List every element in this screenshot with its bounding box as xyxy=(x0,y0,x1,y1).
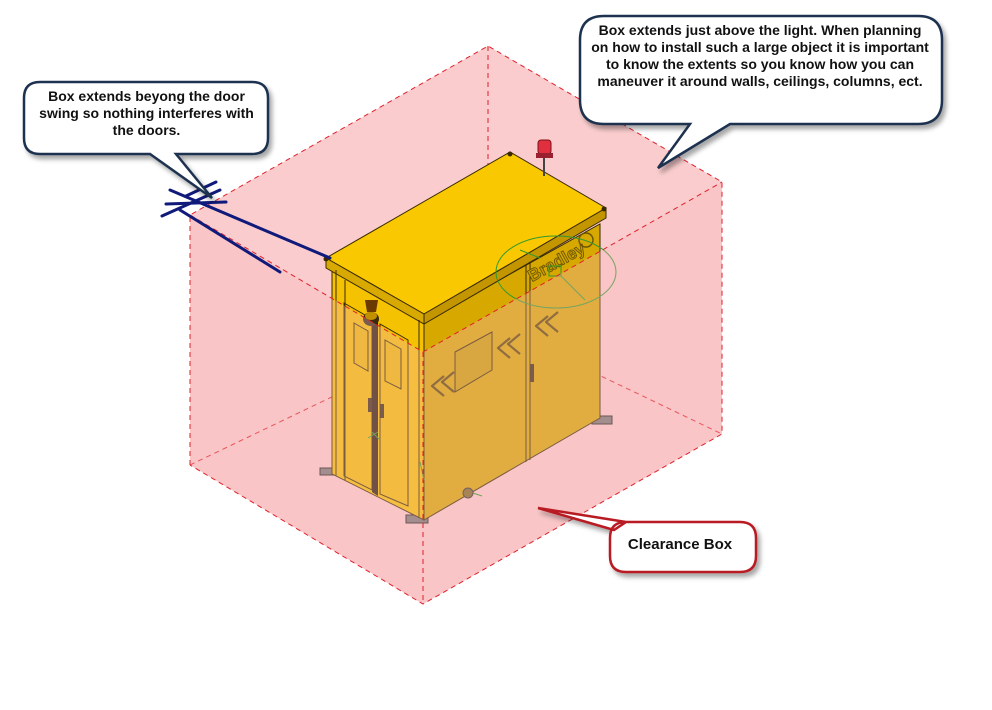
callout-clearance-box-text: Clearance Box xyxy=(627,536,733,553)
window-panel-icon xyxy=(384,339,402,390)
callout-door-swing xyxy=(22,80,270,200)
light-beacon-icon xyxy=(363,300,379,326)
clearance-front-left-face xyxy=(190,215,423,604)
selection-handle xyxy=(367,235,617,497)
callout-light-extent xyxy=(578,14,944,170)
door-handle-icon xyxy=(368,398,384,418)
cabinet-roof-edge xyxy=(423,207,607,325)
light-beacon-icon xyxy=(536,139,553,176)
callout-door-swing-text: Box extends beyong the door swing so not… xyxy=(39,88,254,138)
door-handle-icon xyxy=(530,364,534,382)
arrow-left-icon xyxy=(430,371,455,397)
window-panel-icon xyxy=(454,331,493,393)
arrow-left-icon xyxy=(534,311,559,337)
callout-light-extent-text: Box extends just above the light. When p… xyxy=(591,22,929,89)
arrow-left-icon xyxy=(496,333,521,359)
window-panel-icon xyxy=(353,322,369,372)
clearance-front-right-face xyxy=(423,182,722,604)
clearance-visible-edges xyxy=(189,45,723,605)
clearance-box-front xyxy=(189,45,723,605)
callout-clearance-box xyxy=(537,506,758,574)
cabinet: Bradley xyxy=(319,139,617,524)
